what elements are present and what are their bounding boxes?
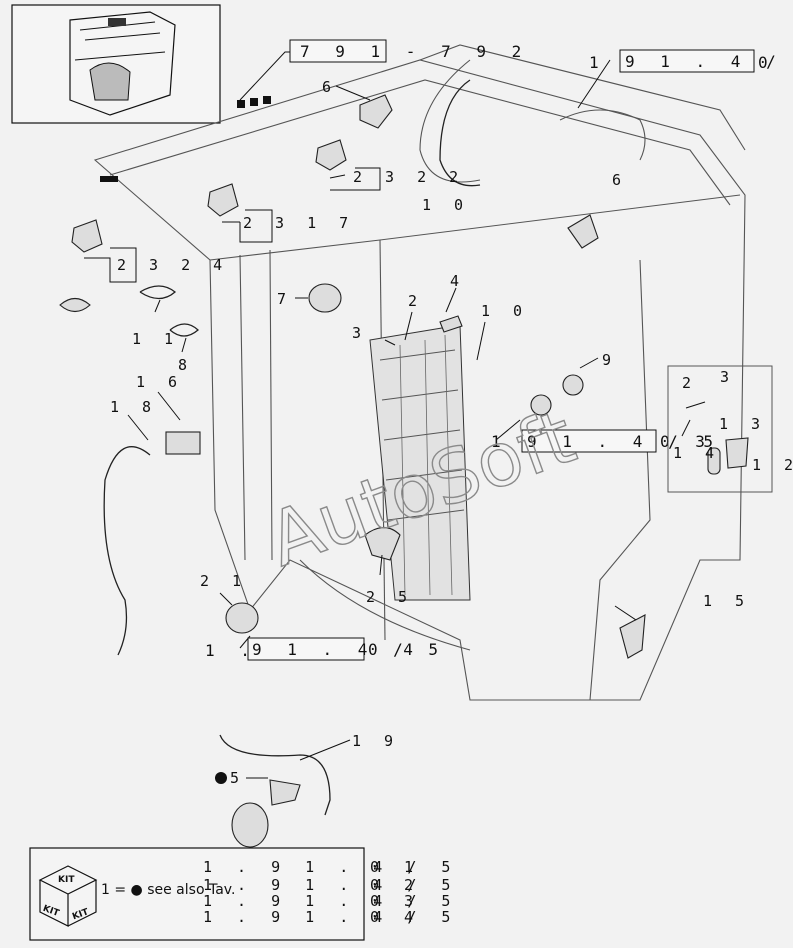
callout-2322: 2 3 2 2 xyxy=(353,168,465,186)
callout-16: 1 6 xyxy=(136,373,184,391)
ref-bottom-prefix: 1 . xyxy=(205,641,258,660)
callout-3-right: 3 xyxy=(720,368,736,386)
ref-mid-suffix: 0 3 xyxy=(660,432,713,451)
callout-2-right: 2 xyxy=(682,374,698,392)
parts xyxy=(59,94,749,848)
callout-labels: 6 2 3 2 2 1 0 6 2 3 1 7 2 3 2 4 7 1 1 8 … xyxy=(110,78,793,787)
callout-18: 1 8 xyxy=(110,398,158,416)
kit-line-4-page: 0 4 xyxy=(370,908,421,926)
kit-line-3-ref: 1 . 9 1 . 4 / 5 xyxy=(203,892,458,910)
inset-panel-right xyxy=(667,365,773,493)
kit-line-1-ref: 1 . 9 1 . 4 / 5 xyxy=(203,858,458,876)
kit-line-2-ref: 1 . 9 1 . 4 / 5 xyxy=(203,876,458,894)
wires xyxy=(103,79,481,816)
callout-10-top: 1 0 xyxy=(422,196,470,214)
callout-7: 7 xyxy=(277,290,293,308)
hatch-markers xyxy=(100,96,271,182)
kit-badge-text: KIT xyxy=(58,875,75,885)
ref-mid-prefix: 1 xyxy=(491,432,509,451)
callout-4: 4 xyxy=(450,272,466,290)
ref-box-mid: 1 9 1 . 4 / 5 0 3 xyxy=(491,429,721,453)
callout-15: 1 5 xyxy=(703,592,751,610)
callout-8: 8 xyxy=(178,356,194,374)
callout-2324: 2 3 2 4 xyxy=(117,256,229,274)
kit-line-1-page: 0 1 xyxy=(370,858,421,876)
ref-top-right-prefix: 1 xyxy=(589,53,607,72)
callout-3-mid: 3 xyxy=(352,324,368,342)
cab-frame-outline xyxy=(93,44,746,701)
callout-6-top: 6 xyxy=(322,78,338,96)
ref-box-bottom: 1 . 9 1 . 4 / 5 0 4 xyxy=(205,637,446,661)
callout-14: 1 4 xyxy=(673,444,721,462)
kit-line-2-page: 0 2 xyxy=(370,876,421,894)
callout-2-mid: 2 xyxy=(408,292,424,310)
callout-21: 2 1 xyxy=(200,572,248,590)
callout-13: 1 3 xyxy=(719,415,767,433)
ref-top-right-suffix: 0 1 xyxy=(758,53,793,72)
ref-box-top-right: 1 9 1 . 4 / 5 0 1 xyxy=(589,49,793,73)
callout-10-mid: 1 0 xyxy=(481,302,529,320)
cab-thumbnail xyxy=(11,4,221,124)
ref-mid-text: 9 1 . 4 / 5 xyxy=(527,432,721,451)
kit-box-icon xyxy=(38,865,98,927)
callout-25: 2 5 xyxy=(366,588,414,606)
callout-19: 1 9 xyxy=(352,732,400,750)
ref-box-top-range: 7 9 1 - 7 9 2 xyxy=(289,39,529,63)
callout-6-right: 6 xyxy=(612,171,628,189)
leader-lines xyxy=(84,51,706,779)
kit-line-4-ref: 1 . 9 1 . 4 / 5 xyxy=(203,908,458,926)
kit-line-3-page: 0 3 xyxy=(370,892,421,910)
callout-2317: 2 3 1 7 xyxy=(243,214,355,232)
kit-dot-5 xyxy=(215,772,227,784)
ref-top-range-text: 7 9 1 - 7 9 2 xyxy=(300,42,529,61)
kit-legend-text: 1 = ● see also Tav. xyxy=(101,882,235,898)
ref-bottom-suffix: 0 4 xyxy=(368,640,421,659)
ref-top-right-text: 9 1 . 4 / 5 xyxy=(625,52,793,71)
callout-12: 1 2 xyxy=(752,456,793,474)
ref-bottom-text: 9 1 . 4 / 5 xyxy=(252,640,446,659)
callout-9: 9 xyxy=(602,351,618,369)
kit-legend: KIT KIT KIT 1 = ● see also Tav. 1 . 9 1 … xyxy=(29,847,458,941)
callout-11: 1 1 xyxy=(132,330,180,348)
callout-5: 5 xyxy=(230,769,246,787)
